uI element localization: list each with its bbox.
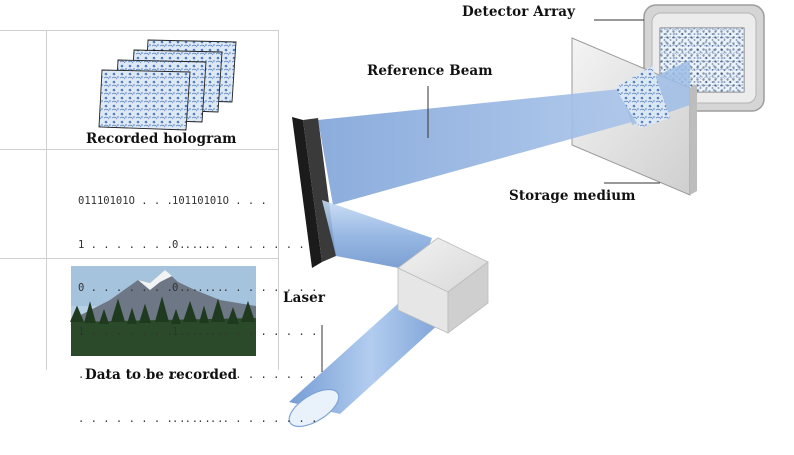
row-divider-1: [0, 149, 278, 150]
beam-splitter-cube: [397, 237, 489, 334]
binary-row: . . . . . . . . . . . .: [78, 369, 224, 381]
binary-row: 1 . . . . . . . . . . .: [78, 325, 224, 338]
left-panel-divider-vertical: [46, 30, 47, 370]
optics-illustration: [70, 4, 765, 428]
recorded-hologram-label: Recorded hologram: [86, 131, 237, 147]
mirror: [292, 117, 336, 268]
data-to-be-recorded-label: Data to be recorded: [85, 367, 238, 383]
row-divider-2: [0, 258, 278, 259]
binary-row: 0 . . . . . . . . . . .: [172, 282, 318, 294]
binary-column-1: 01110101O . . . 1 . . . . . . . . . . 0 …: [78, 165, 223, 455]
laser-beam: [288, 300, 452, 428]
binary-row: 1 . . . . . . . . . .: [78, 238, 211, 251]
detector-array-label: Detector Array: [462, 4, 576, 20]
binary-row: 0 . . . . . . . . . .: [172, 238, 305, 251]
binary-row: 1 . . . . . . . . . . .: [172, 325, 318, 338]
binary-column-2: 10110101O . . . 0 . . . . . . . . . . 0 …: [172, 165, 317, 455]
detector-array: [643, 4, 765, 112]
hologram-spot: [615, 66, 670, 128]
reference-beam: [318, 88, 632, 205]
beam-mirror-to-cube: [322, 200, 432, 272]
binary-row: 0 . . . . . . . . . . .: [78, 282, 224, 294]
binary-row: . . . . . . . . . . . .: [172, 412, 318, 425]
reference-beam-label: Reference Beam: [367, 63, 493, 79]
left-panel-right-rule: [278, 30, 279, 370]
laser-label: Laser: [283, 290, 326, 306]
storage-medium-label: Storage medium: [509, 188, 636, 204]
holographic-storage-diagram: 01110101O . . . 1 . . . . . . . . . . 0 …: [0, 4, 765, 428]
left-panel-top-rule: [0, 30, 278, 31]
landscape-photo: [70, 266, 256, 356]
binary-row: . . . . . . . . . . . .: [78, 412, 224, 425]
recorded-hologram-stack: [98, 39, 237, 131]
binary-row: 10110101O . . .: [172, 195, 267, 207]
binary-row: 01110101O . . .: [78, 195, 173, 207]
binary-row: . . . . . . . . . . . .: [172, 369, 318, 381]
